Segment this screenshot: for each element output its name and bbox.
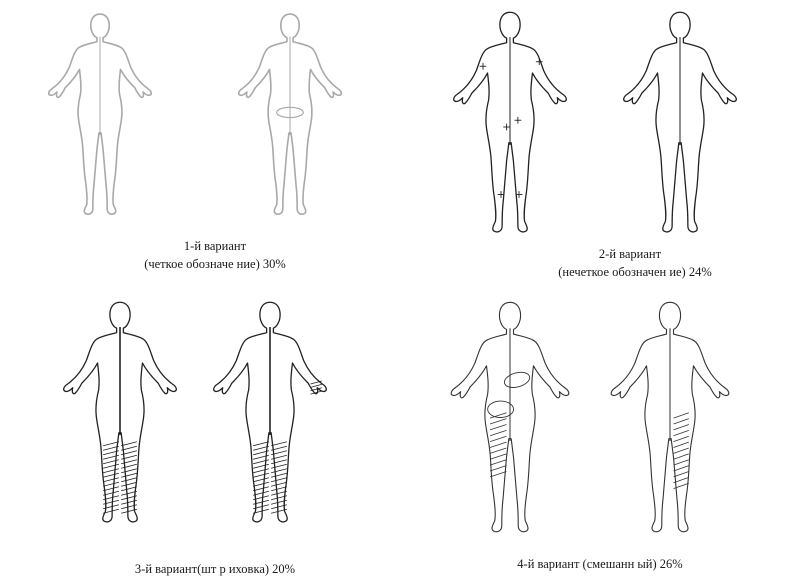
variant-2-back-figure — [624, 12, 737, 232]
variant-2-caption-line2: (нечеткое обозначен ие) 24% — [520, 264, 750, 281]
variant-3-front-figure — [64, 302, 177, 522]
variant-1-front-figure — [49, 14, 152, 214]
variant-3-panel: 3-й вариант(шт р иховка) 20% — [0, 290, 400, 578]
variant-4-front-figure — [451, 302, 569, 531]
variant-1-panel: 1-й вариант (четкое обозначе ние) 30% — [0, 0, 400, 290]
variant-3-caption-line1: 3-й вариант(шт р иховка) 20% — [90, 561, 340, 578]
variant-4-back-figure — [611, 302, 729, 531]
variant-1-caption-line1: 1-й вариант — [140, 238, 290, 255]
variant-2-panel: 2-й вариант (нечеткое обозначен ие) 24% — [400, 0, 802, 290]
variant-2-caption-line1: 2-й вариант — [570, 246, 690, 263]
variant-3-back-figure — [214, 302, 327, 522]
variant-4-caption-line1: 4-й вариант (смешанн ый) 26% — [485, 556, 715, 573]
variant-4-panel: 4-й вариант (смешанн ый) 26% — [400, 290, 802, 578]
variant-1-back-figure — [239, 14, 342, 214]
variant-1-caption-line2: (четкое обозначе ние) 30% — [110, 256, 320, 273]
variant-3-body-diagrams — [0, 290, 400, 578]
variant-2-front-figure — [454, 12, 567, 232]
variant-4-body-diagrams — [400, 290, 802, 578]
